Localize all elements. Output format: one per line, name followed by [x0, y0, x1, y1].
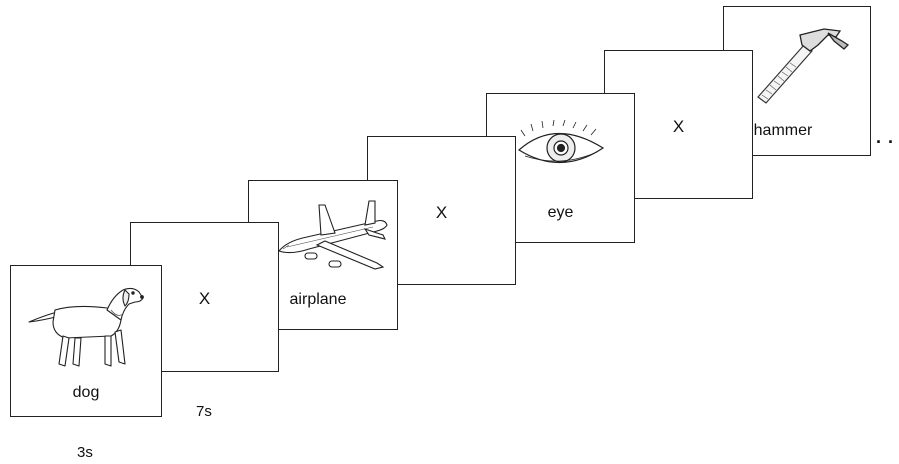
card-label-eye: eye: [547, 204, 574, 221]
fixation-cross-1: X: [198, 289, 211, 308]
card-label-airplane: airplane: [289, 291, 347, 308]
fixation-cross-2: X: [435, 203, 448, 222]
fixation-duration-label: 7s: [196, 403, 212, 420]
dog-drawing-icon: [28, 287, 144, 367]
stimulus-duration-label: 3s: [77, 444, 93, 461]
airplane-drawing-icon: [278, 200, 388, 270]
fixation-cross-3: X: [672, 117, 685, 136]
eye-drawing-icon: [517, 119, 605, 164]
card-label-hammer: hammer: [753, 122, 813, 139]
hammer-drawing-icon: [757, 28, 850, 104]
stimulus-card-dog: dog: [10, 265, 162, 417]
card-label-dog: dog: [72, 384, 100, 401]
stimulus-card-eye: eye: [486, 93, 635, 243]
continuation-ellipsis: . .: [876, 127, 895, 147]
